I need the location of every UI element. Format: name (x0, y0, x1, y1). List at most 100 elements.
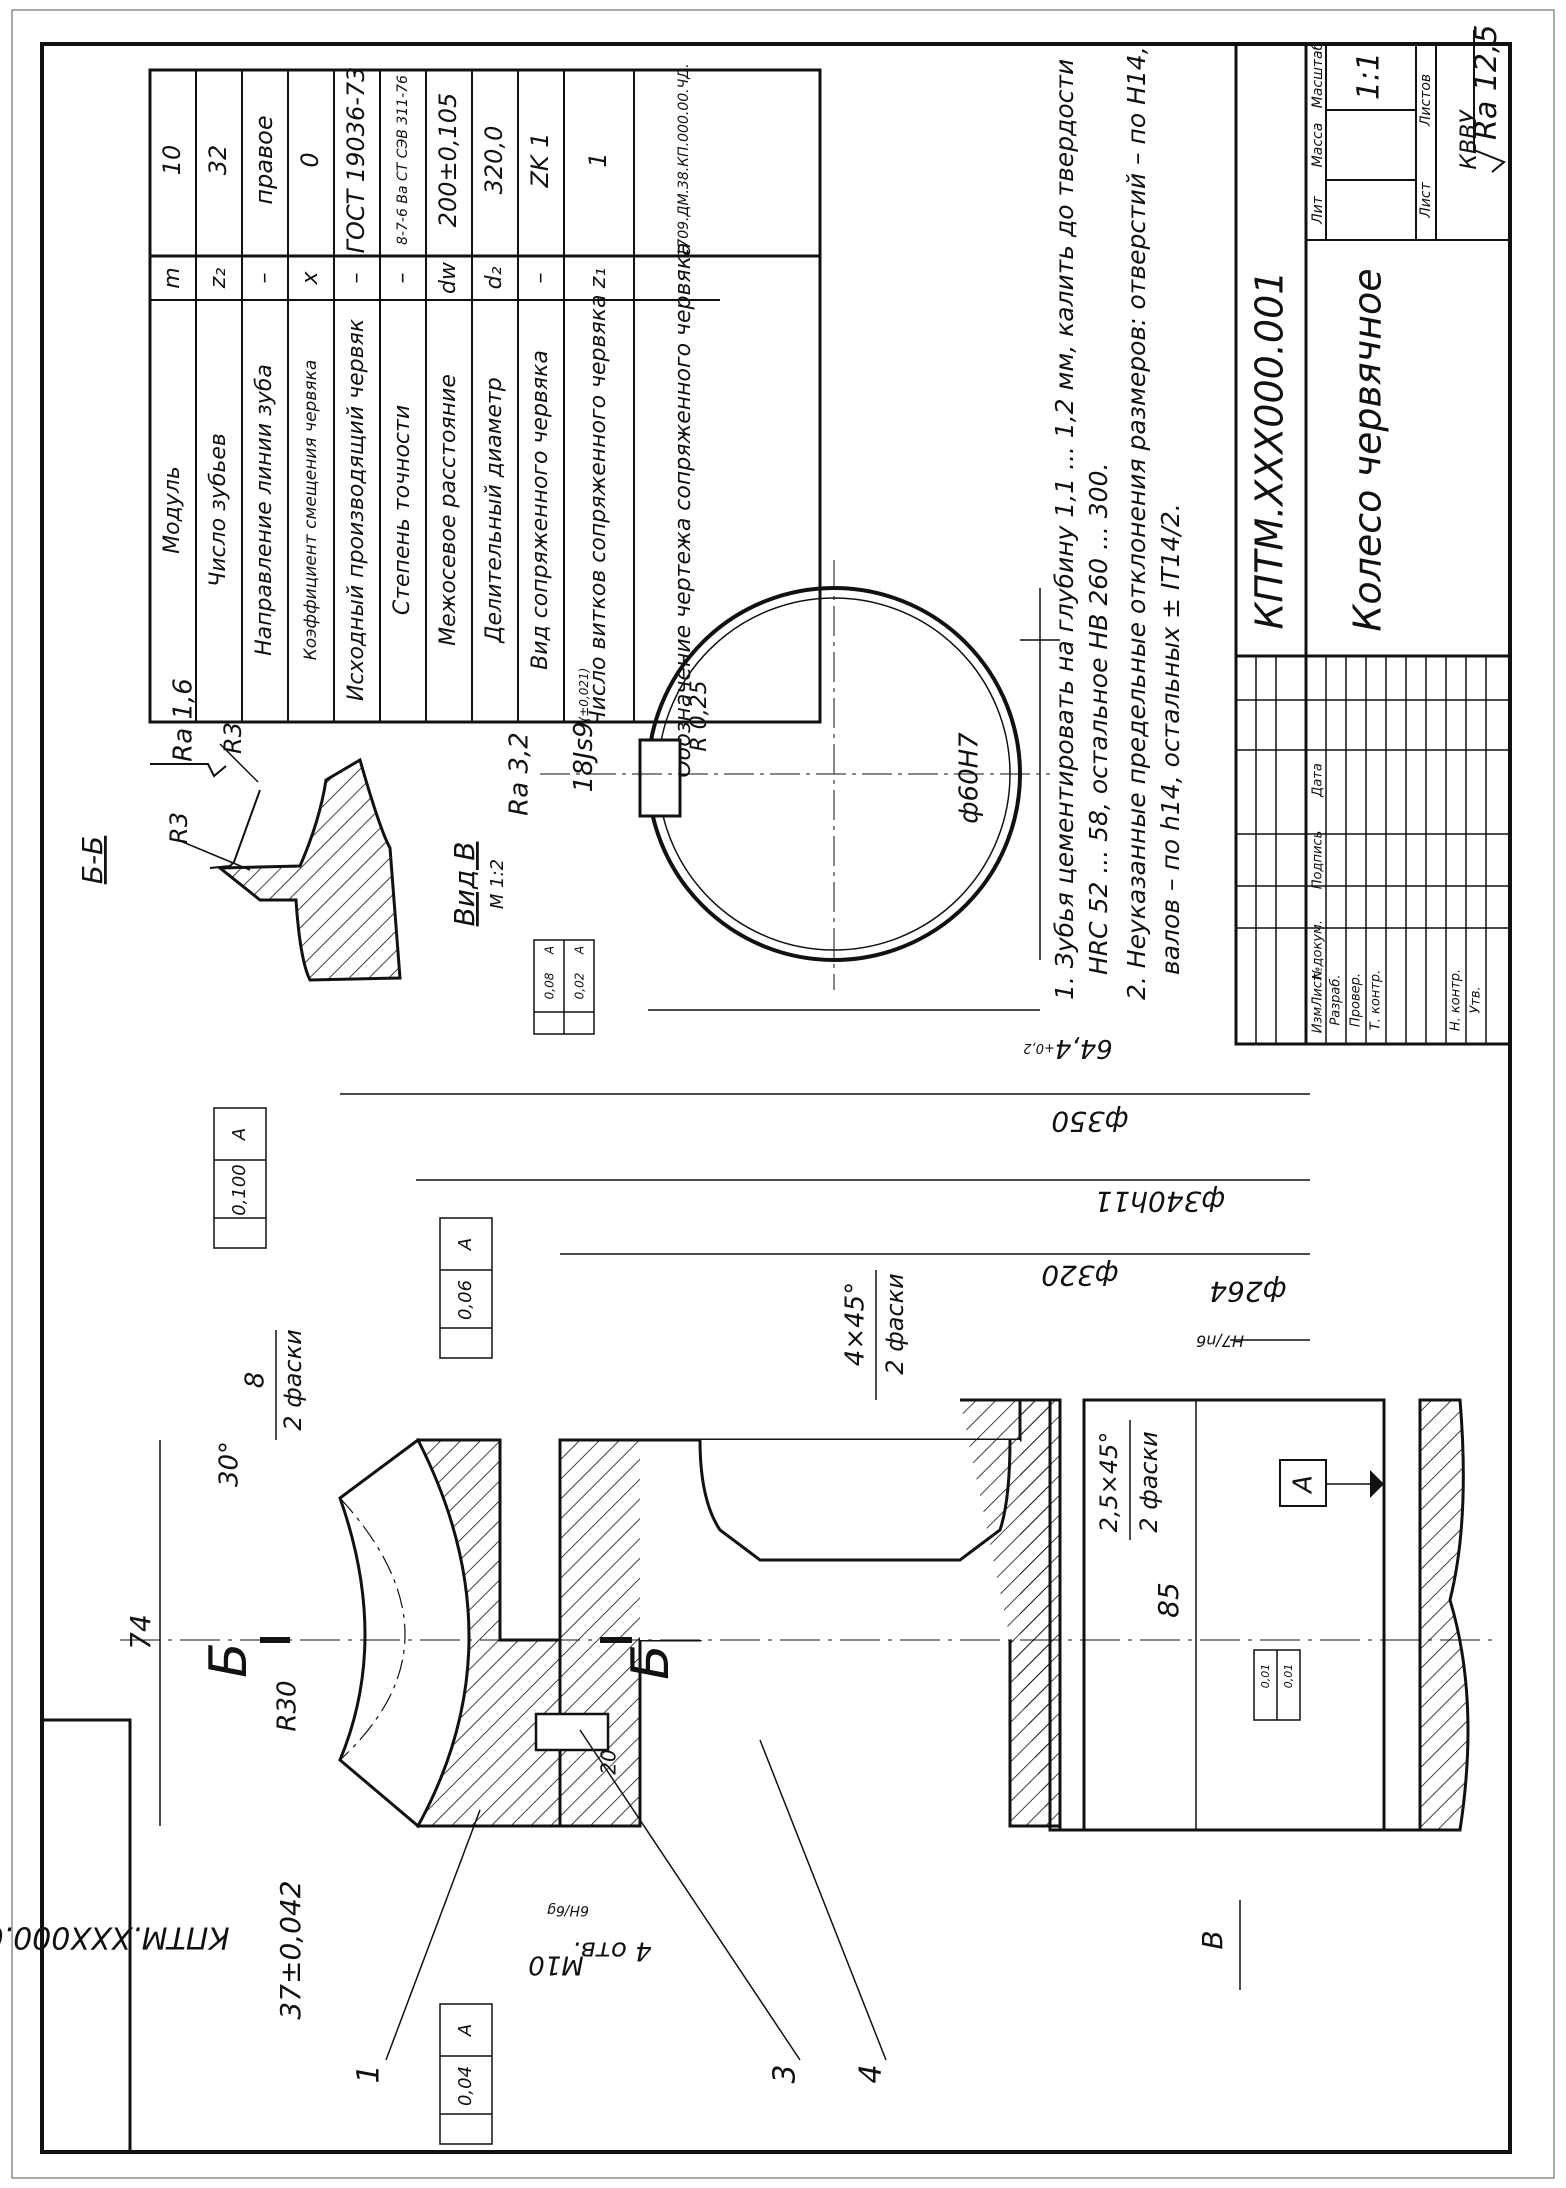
note-line: 2. Неуказанные предельные отклонения раз… (1122, 46, 1151, 1000)
tol1: 0,08 (543, 972, 557, 999)
title-sheet: Лист (1418, 181, 1434, 218)
title-name: Колесо червячное (1346, 268, 1390, 631)
title-role: Т. контр. (1369, 970, 1384, 1030)
run3b: А (455, 2024, 476, 2037)
title-row-header: Лист (1311, 973, 1326, 1007)
param-value: ГОСТ 19036-73 (342, 67, 370, 254)
drawing-frame (40, 42, 1512, 2154)
d85-label: 85 (1152, 1582, 1185, 1618)
d20-label: 20 (597, 1749, 621, 1774)
title-role: Провер. (1349, 973, 1364, 1027)
ra32-label: Ra 3,2 (505, 732, 535, 816)
run3: 0,04 (455, 2066, 476, 2106)
param-name: Степень точности (390, 405, 415, 615)
r025-label: R 0,25 (687, 680, 712, 751)
param-value: 0 (296, 152, 324, 167)
param-value: ZK 1 (526, 132, 554, 188)
ch25-label: 2,5×45° (1095, 1432, 1123, 1533)
m10-tol: 6H/6g (547, 1902, 589, 1918)
ch25b-label: 2 фаски (1135, 1431, 1163, 1532)
param-name: Делительный диаметр (482, 377, 507, 643)
tol1b: А (543, 946, 557, 955)
title-row-header: Подпись (1311, 831, 1326, 889)
cut-b-2: Б (621, 1644, 681, 1680)
m10-label: M10 (528, 1950, 584, 1980)
title-sheets: Листов (1418, 74, 1434, 127)
title-scale: 1:1 (1352, 52, 1387, 100)
param-name: Вид сопряженного червяка (528, 350, 553, 670)
title-row-header: Дата (1311, 763, 1326, 798)
param-symbol: x (298, 271, 323, 286)
pitch-arc (339, 1497, 406, 1761)
r3-b: R3 (219, 722, 247, 754)
param-value: 1 (584, 152, 612, 167)
title-col-mass: Масса (1310, 123, 1326, 168)
section-bb: Б-Б Ra 1,6 R3 R3 (76, 678, 402, 982)
side-code-box (40, 1718, 132, 2154)
runout-3: 0,04 А (439, 2003, 493, 2145)
run2b: А (455, 1238, 476, 1251)
a30-label: 30° (215, 1441, 245, 1487)
m10b-label: 4 отв. (572, 1936, 651, 1966)
tooth-detail (209, 789, 261, 869)
param-name: Обозначение чертежа сопряженного червяка (671, 243, 696, 778)
d350-label: ф350 (1051, 1105, 1128, 1138)
run1b: А (229, 1128, 250, 1141)
ch4b-label: 2 фаски (881, 1273, 909, 1374)
title-col-scale: Масштаб (1310, 41, 1326, 108)
hub-bore (640, 1440, 1020, 1640)
d264-tol: H7/n6 (1196, 1332, 1244, 1351)
param-symbol: z₁ (586, 268, 611, 289)
d644-label: 64,4+0,2 (1023, 1034, 1112, 1064)
d264-label: ф264 (1209, 1275, 1286, 1308)
param-symbol: z₂ (206, 268, 231, 290)
param-value: 32 (204, 145, 232, 176)
pos-3: 3 (768, 2064, 803, 2083)
section-bb-label: Б-Б (76, 836, 109, 885)
notes: 1. Зубья цементировать на глубину 1,1 ..… (1050, 46, 1185, 1000)
param-value: 1709.ДМ.38.КП.000.00.ЧД. (676, 63, 692, 256)
datum-a-box (1279, 1459, 1327, 1507)
param-name: Число витков сопряженного червяка (586, 295, 611, 726)
tol2: 0,02 (573, 973, 587, 1000)
param-value: 8-7-6 Ва СТ СЭВ 311-76 (395, 75, 411, 245)
ch8b-label: 2 фаски (279, 1329, 307, 1430)
run1: 0,100 (229, 1164, 250, 1216)
param-symbol: – (344, 273, 369, 284)
view-b-tolerance: 0,08 А 0,02 А (533, 939, 595, 1035)
param-name: Направление линии зуба (252, 364, 277, 656)
bore-hole (1082, 1398, 1386, 1832)
runout-1: 0,100 А (213, 1107, 267, 1249)
r3-a: R3 (165, 812, 193, 844)
r30-label: R30 (273, 1680, 303, 1731)
param-symbol: d₂ (482, 266, 507, 289)
d74-label: 74 (124, 1614, 157, 1650)
param-value: 320,0 (480, 126, 508, 195)
param-name: Коэффициент смещения червяка (301, 360, 321, 661)
note-line: HRC 52 ... 58, остальное НВ 260 ... 300. (1084, 463, 1113, 975)
view-b-label: Вид В (448, 842, 481, 927)
param-symbol: dw (436, 261, 461, 294)
ch4-label: 4×45° (841, 1282, 871, 1366)
param-symbol: – (252, 273, 277, 284)
set-screw (534, 1712, 610, 1752)
param-value: 10 (158, 145, 186, 176)
param-symbol: – (390, 273, 415, 284)
view-b: Вид В М 1:2 Ra 3,2 18Js9(±0,021) R 0,25 … (448, 560, 1113, 1064)
param-value: 200±0,105 (434, 93, 462, 228)
d60-label: ф60Н7 (955, 732, 985, 824)
title-code: КПТМ.XXX000.001 (1248, 271, 1292, 630)
d340-label: ф340h11 (1095, 1185, 1226, 1218)
param-symbol: – (528, 273, 553, 284)
main-section: ф350 ф340h11 ф320 ф264 H7/n6 0,100 А 0,0… (120, 1093, 1500, 2145)
t2: 0,01 (1282, 1664, 1295, 1689)
param-name: Модуль (160, 466, 185, 554)
pos-4: 4 (854, 2064, 889, 2083)
title-row-header: №докум. (1311, 920, 1326, 981)
right-hub (960, 1398, 1470, 1832)
d37-label: 37±0,042 (274, 1880, 307, 2019)
ch8-label: 8 (241, 1372, 271, 1389)
view-b-letter: В (1196, 1930, 1229, 1949)
